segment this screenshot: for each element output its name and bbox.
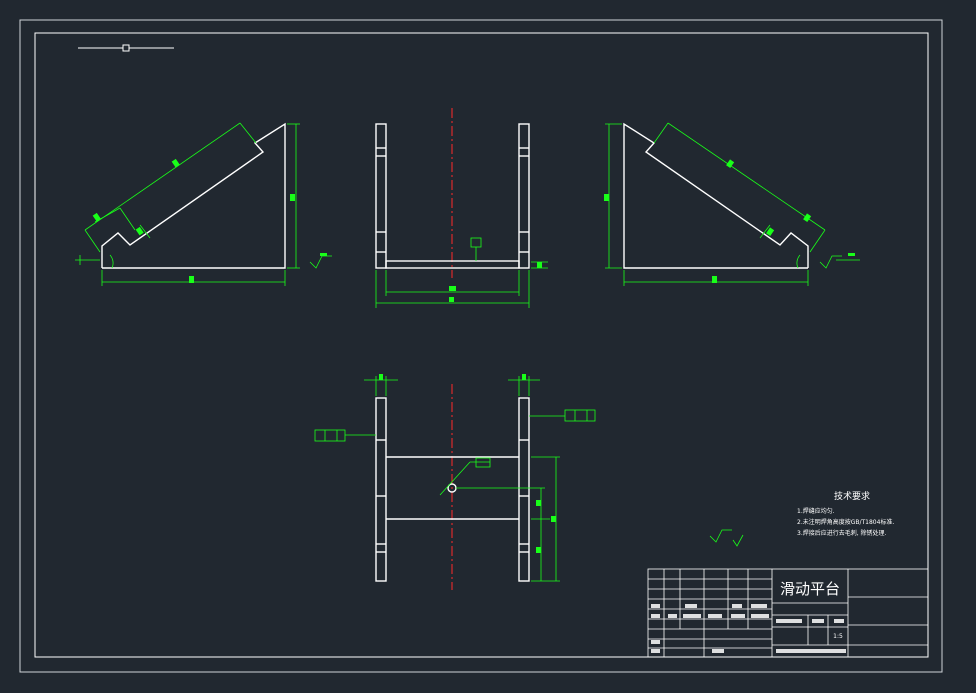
front-view [375, 108, 548, 308]
drawing-border [19, 19, 943, 673]
left-side-view [75, 122, 332, 286]
drawing-title: 滑动平台 [780, 580, 840, 598]
tech-req-title: 技术要求 [834, 490, 870, 502]
roughness-symbols [709, 529, 744, 547]
reference-marker [78, 44, 174, 52]
title-block-fillers [651, 604, 846, 653]
right-side-view [604, 122, 860, 286]
tech-req-line-2: 2.未注明焊角高度按GB/T1804标准. [797, 518, 894, 526]
drawing-scale: 1:5 [833, 633, 843, 640]
tech-req-line-1: 1.焊缝应均匀. [797, 507, 835, 515]
technical-requirements: 技术要求 1.焊缝应均匀. 2.未注明焊角高度按GB/T1804标准. 3.焊接… [797, 490, 894, 537]
top-view [314, 374, 596, 590]
title-block [647, 568, 929, 658]
tech-req-line-3: 3.焊接后应进行去毛刺, 除锈处理. [797, 529, 887, 537]
